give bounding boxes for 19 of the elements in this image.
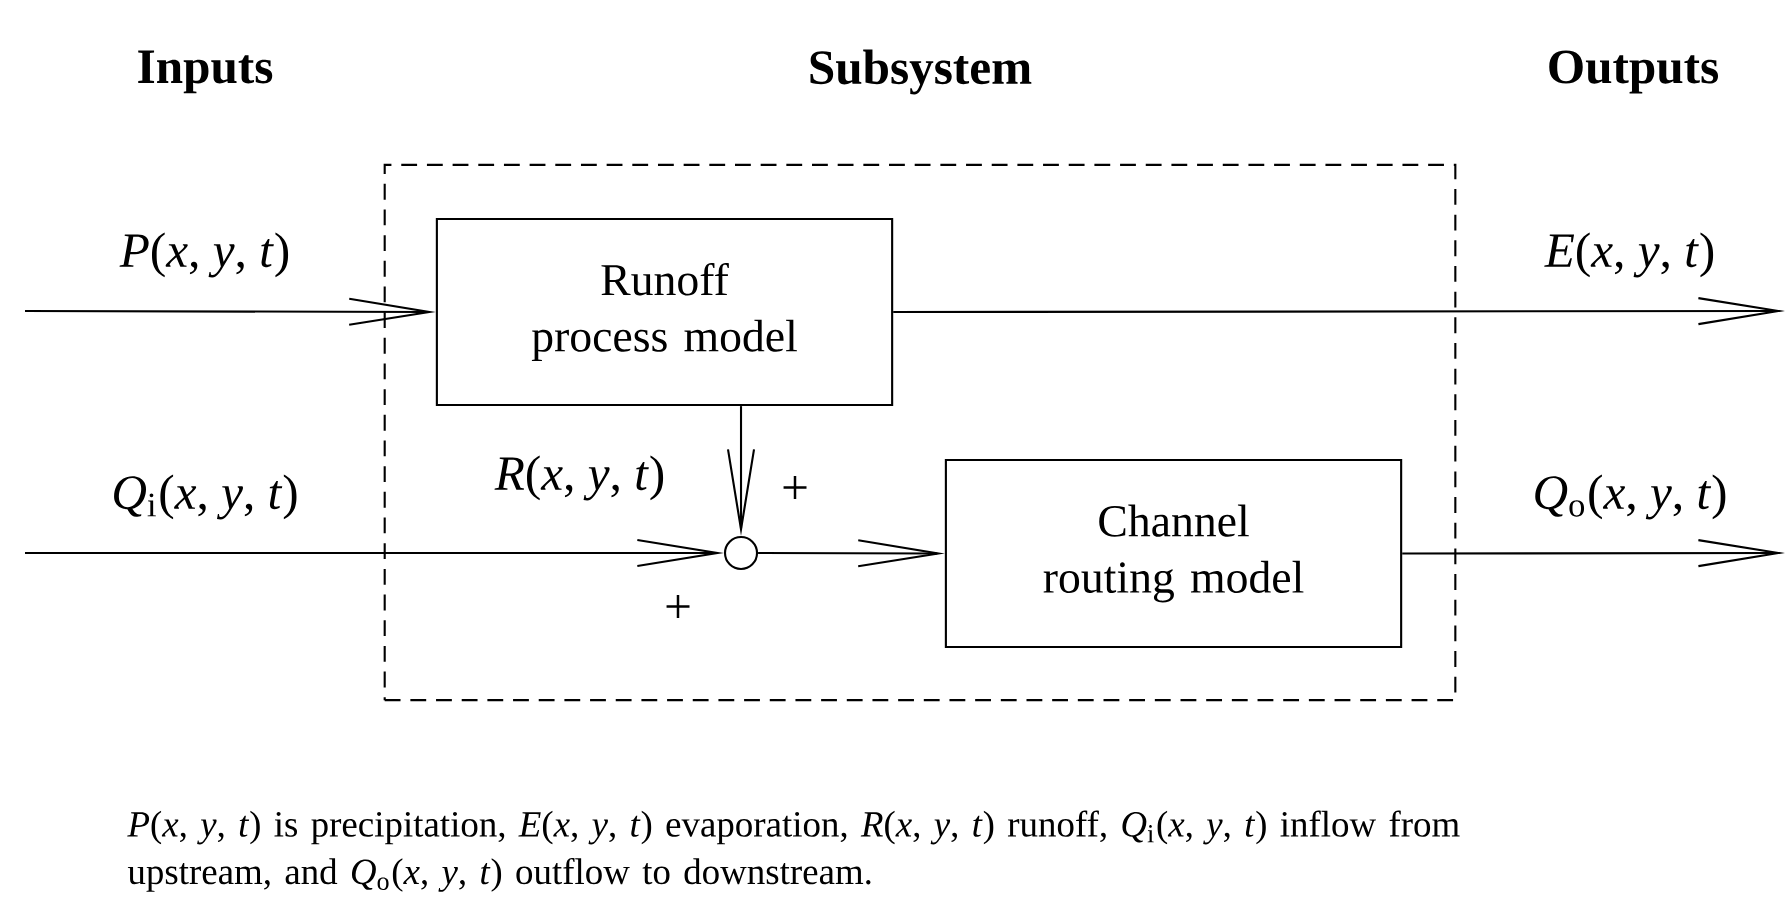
arrow xyxy=(758,539,945,568)
edge-label: Q$_{o}$(x, y, t) xyxy=(1535,474,1726,520)
process-box: Runoff process model xyxy=(435,217,894,407)
arrow xyxy=(893,297,1785,326)
sign-label: + xyxy=(666,595,690,618)
node-label: Subsystem xyxy=(810,49,1032,95)
edge-label: E(x, y, t) xyxy=(1544,232,1714,278)
edge-label: P(x, y, t) xyxy=(119,232,289,278)
arrow xyxy=(1402,539,1785,568)
caption: P(x, y, t) is precipitation, E(x, y, t) evaporation, R(x, y, t) runoff, Q$_{i}$(x, y, t) inflow from upstream, and Q$_{o}$(x, y, t) outflow to downstream. xyxy=(127,810,1460,892)
sign-label: + xyxy=(783,476,807,499)
arrow xyxy=(25,538,724,568)
edge-label: R(x, y, t) xyxy=(494,455,664,501)
summing-junction xyxy=(723,535,759,571)
process-box: Channel routing model xyxy=(944,458,1403,649)
column-heading: Inputs xyxy=(138,50,273,94)
arrow xyxy=(25,297,436,326)
edge-label: Q$_{i}$(x, y, t) xyxy=(114,474,297,520)
column-heading: Outputs xyxy=(1549,50,1718,94)
